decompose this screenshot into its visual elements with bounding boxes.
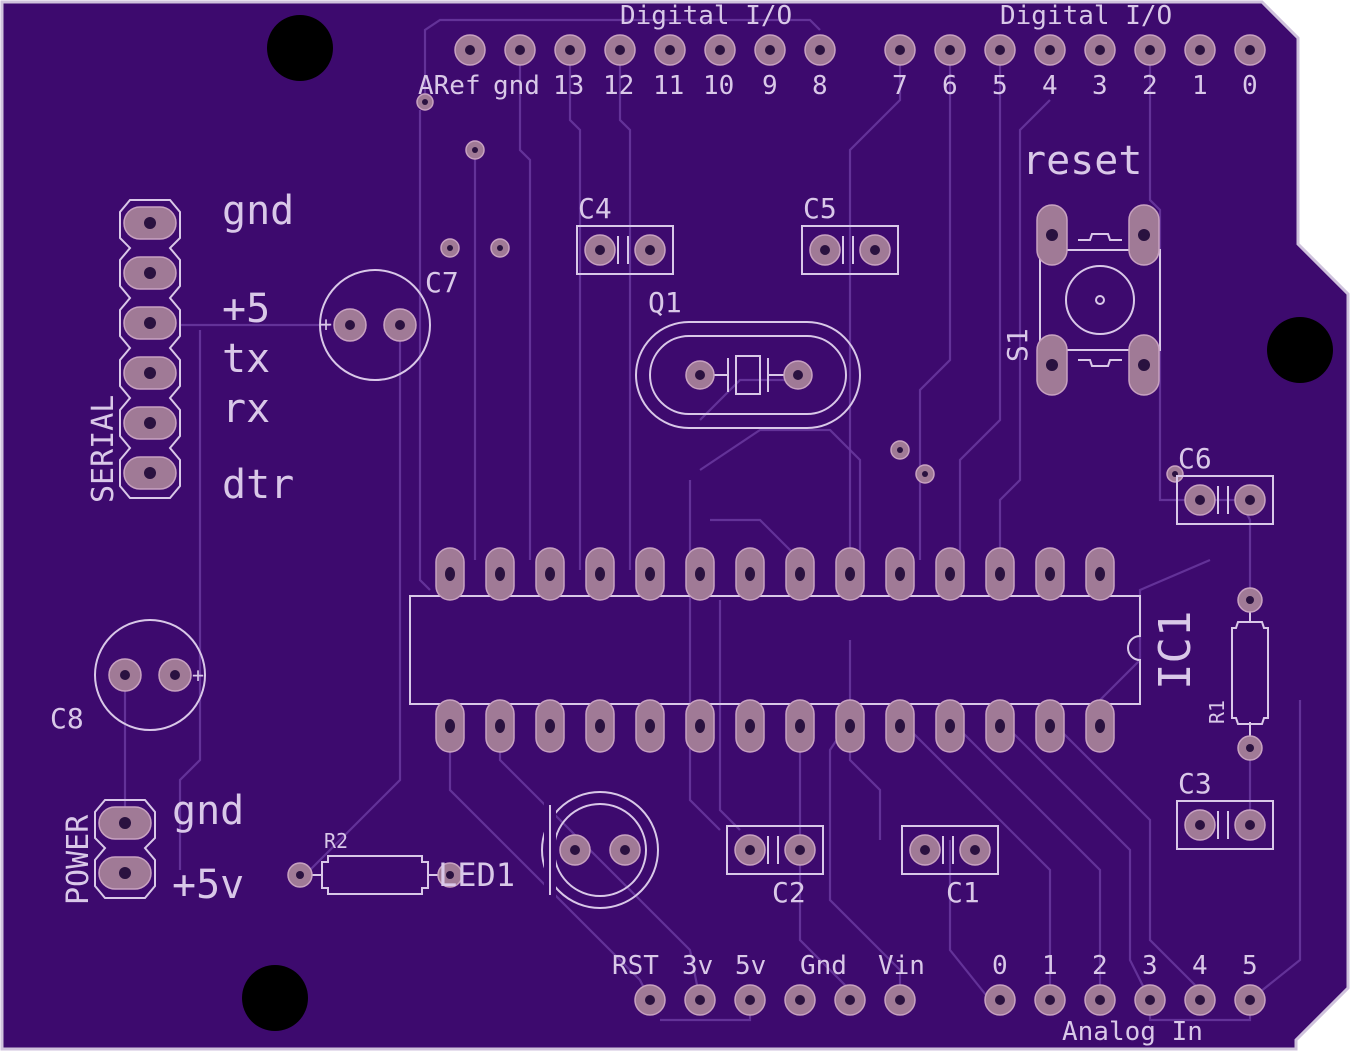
- digital-pin-label: 8: [812, 71, 828, 101]
- digital-pin-label: 3: [1092, 71, 1108, 101]
- digital-pin-label: 7: [892, 71, 908, 101]
- c4-label: C4: [578, 192, 612, 225]
- svg-text:+: +: [320, 312, 332, 336]
- digital-pin-label: 4: [1042, 71, 1058, 101]
- analog-pins-header: 0 1 2 3 4 5 Analog In: [984, 951, 1266, 1047]
- power-pin-label: Gnd: [800, 951, 847, 981]
- ic1-label: IC1: [1150, 611, 1201, 690]
- crystal-q1: Q1: [635, 286, 861, 429]
- c6-label: C6: [1178, 442, 1212, 475]
- capacitor-c3: C3: [1176, 767, 1274, 850]
- power-title: POWER: [61, 814, 96, 905]
- serial-header: SERIAL gnd +5 tx rx dtr: [86, 188, 294, 508]
- serial-label-gnd: gnd: [222, 188, 294, 234]
- power-pin-label: RST: [612, 951, 659, 981]
- power-header: POWER gnd +5v: [61, 788, 244, 908]
- led1-label: LED1: [438, 856, 515, 894]
- digital-pin-label: 6: [942, 71, 958, 101]
- digital-io-label-right: Digital I/O: [1000, 1, 1172, 31]
- power-label-gnd: gnd: [172, 788, 244, 834]
- ic1-dip28: IC1: [409, 547, 1201, 753]
- ic1-top-pins: [435, 547, 1115, 601]
- analog-in-label: Analog In: [1062, 1017, 1203, 1047]
- capacitor-c6: C6: [1176, 442, 1274, 525]
- serial-label-dtr: dtr: [222, 462, 294, 508]
- digital-pin-label: 10: [703, 71, 734, 101]
- header-pads: [884, 34, 1266, 66]
- analog-pin-label: 4: [1192, 951, 1208, 981]
- digital-pin-label: 5: [992, 71, 1008, 101]
- s1-label: S1: [1001, 328, 1034, 362]
- serial-label-5v: +5: [222, 286, 270, 332]
- c1-label: C1: [946, 876, 980, 909]
- c7-label: C7: [425, 266, 459, 299]
- digital-pin-label: 1: [1192, 71, 1208, 101]
- digital-header-left: Digital I/O ARef gnd 13 12 11 10 9 8: [418, 1, 836, 101]
- capacitor-c5: C5: [801, 192, 899, 275]
- serial-title: SERIAL: [86, 395, 121, 503]
- analog-pin-label: 3: [1142, 951, 1158, 981]
- header-pads: [984, 984, 1266, 1016]
- vias: [416, 93, 1184, 484]
- r1-label: R1: [1205, 700, 1229, 724]
- resistor-r1: R1: [1205, 587, 1269, 761]
- digital-pin-label: 13: [553, 71, 584, 101]
- c5-label: C5: [803, 192, 837, 225]
- digital-pin-label: gnd: [493, 71, 540, 101]
- digital-io-label-left: Digital I/O: [620, 1, 792, 31]
- c2-label: C2: [772, 876, 806, 909]
- r2-label: R2: [324, 829, 348, 853]
- capacitor-c2: C2: [726, 825, 824, 909]
- c8-label: C8: [50, 702, 84, 735]
- analog-pin-label: 1: [1042, 951, 1058, 981]
- header-pads: [634, 984, 916, 1016]
- mounting-hole-top-left: [267, 15, 333, 81]
- svg-text:+: +: [192, 663, 204, 687]
- ic1-bottom-pins: [435, 699, 1115, 753]
- q1-label: Q1: [648, 286, 682, 319]
- serial-label-rx: rx: [222, 386, 270, 432]
- power-pins-header: RST 3v 5v Gnd Vin: [612, 951, 925, 1016]
- traces: [123, 18, 1302, 1022]
- c3-label: C3: [1178, 767, 1212, 800]
- capacitor-c4: C4: [576, 192, 674, 275]
- reset-label: reset: [1022, 138, 1142, 184]
- digital-pin-label: 11: [653, 71, 684, 101]
- analog-pin-label: 0: [992, 951, 1008, 981]
- header-pads: [454, 34, 836, 66]
- analog-pin-label: 2: [1092, 951, 1108, 981]
- power-pin-label: 3v: [682, 951, 713, 981]
- analog-pin-label: 5: [1242, 951, 1258, 981]
- capacitor-c8: + C8: [50, 619, 206, 735]
- capacitor-c7: + C7: [319, 266, 459, 381]
- mounting-hole-right: [1267, 317, 1333, 383]
- power-label-5v: +5v: [172, 862, 244, 908]
- digital-pin-label: 0: [1242, 71, 1258, 101]
- led1: LED1: [438, 791, 659, 909]
- power-pin-label: 5v: [735, 951, 766, 981]
- capacitor-c1: C1: [901, 825, 999, 909]
- digital-pin-label: 2: [1142, 71, 1158, 101]
- serial-label-tx: tx: [222, 336, 270, 382]
- resistor-r2: R2: [287, 829, 463, 895]
- digital-pin-label: 12: [603, 71, 634, 101]
- reset-switch-s1[interactable]: reset S1: [1001, 138, 1161, 396]
- digital-header-right: Digital I/O 7 6 5 4 3 2 1 0: [884, 1, 1266, 101]
- power-pin-label: Vin: [878, 951, 925, 981]
- digital-pin-label: 9: [762, 71, 778, 101]
- mounting-hole-bottom-left: [242, 965, 308, 1031]
